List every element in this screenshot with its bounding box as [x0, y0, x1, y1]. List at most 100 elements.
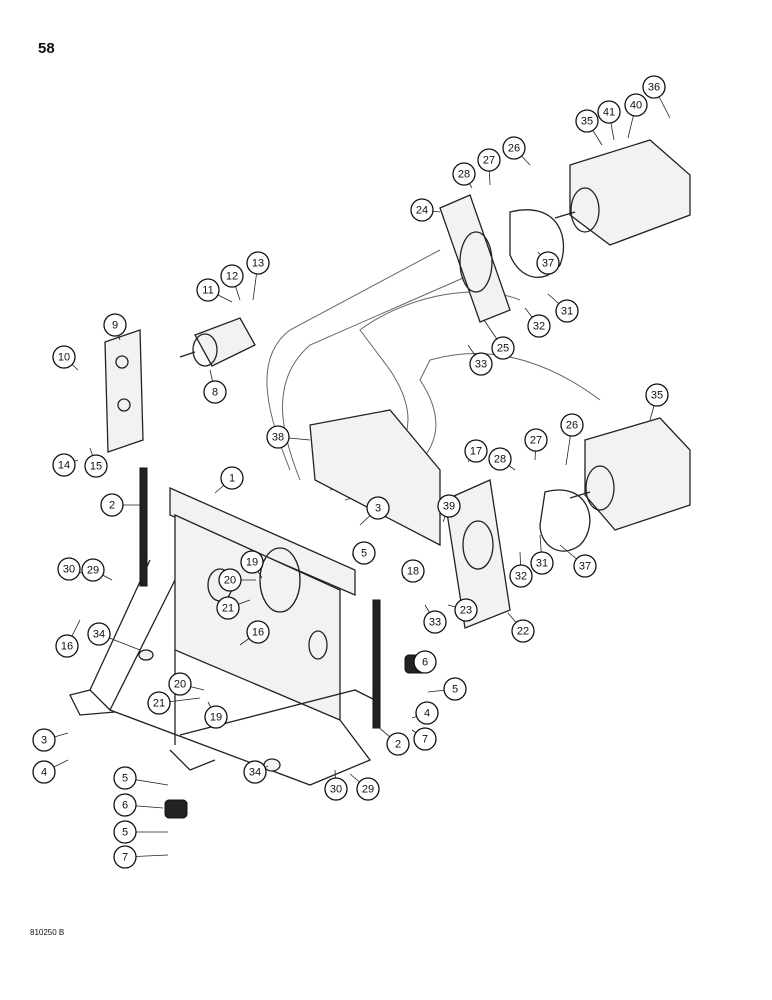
callout-label: 13	[252, 258, 264, 270]
callout-circle	[100, 493, 124, 517]
part-callout-34: 34	[87, 622, 111, 646]
callout-label: 2	[395, 739, 401, 751]
callout-label: 34	[249, 767, 261, 779]
callout-label: 25	[497, 343, 509, 355]
part-callout-20: 20	[168, 672, 192, 696]
callout-circle	[32, 728, 56, 752]
callout-circle	[524, 428, 548, 452]
part-callout-4: 4	[415, 701, 439, 725]
callout-circle	[624, 93, 648, 117]
callout-circle	[555, 299, 579, 323]
callout-label: 17	[470, 446, 482, 458]
callout-label: 11	[202, 285, 213, 297]
callout-label: 3	[41, 735, 47, 747]
callout-circle	[642, 75, 666, 99]
part-callout-13: 13	[246, 251, 270, 275]
part-callout-16: 16	[55, 634, 79, 658]
callout-circle	[87, 622, 111, 646]
callout-circle	[52, 453, 76, 477]
callout-circle	[386, 732, 410, 756]
callout-circle	[509, 564, 533, 588]
part-callout-33: 33	[469, 352, 493, 376]
part-callout-33: 33	[423, 610, 447, 634]
part-callout-12: 12	[220, 264, 244, 288]
part-callout-31: 31	[530, 551, 554, 575]
callout-circle	[423, 610, 447, 634]
callout-label: 34	[93, 629, 105, 641]
callout-circle	[464, 439, 488, 463]
callout-circle	[220, 466, 244, 490]
callout-label: 26	[566, 420, 578, 432]
part-callout-15: 15	[84, 454, 108, 478]
part-callout-16: 16	[246, 620, 270, 644]
part-callout-39: 39	[437, 494, 461, 518]
callout-circle	[84, 454, 108, 478]
callout-circle	[452, 162, 476, 186]
part-callout-6: 6	[113, 793, 137, 817]
callout-circle	[196, 278, 220, 302]
callout-label: 4	[41, 767, 47, 779]
callout-label: 32	[533, 321, 545, 333]
callout-label: 19	[210, 712, 222, 724]
callout-circle	[103, 313, 127, 337]
callout-label: 27	[483, 155, 495, 167]
callout-circle	[491, 336, 515, 360]
part-callout-35: 35	[645, 383, 669, 407]
callout-circle	[477, 148, 501, 172]
callout-circle	[220, 264, 244, 288]
part-callout-5: 5	[352, 541, 376, 565]
callout-circle	[575, 109, 599, 133]
callout-circle	[240, 550, 264, 574]
callout-circle	[597, 100, 621, 124]
callout-circle	[413, 727, 437, 751]
part-callout-7: 7	[113, 845, 137, 869]
callout-label: 18	[407, 566, 419, 578]
part-callout-3: 3	[366, 496, 390, 520]
callout-label: 5	[361, 548, 367, 560]
part-callout-25: 25	[491, 336, 515, 360]
callout-circle	[113, 766, 137, 790]
callout-circle	[113, 820, 137, 844]
part-callout-2: 2	[386, 732, 410, 756]
part-callout-7: 7	[413, 727, 437, 751]
part-callout-28: 28	[452, 162, 476, 186]
part-callout-14: 14	[52, 453, 76, 477]
part-callout-2: 2	[100, 493, 124, 517]
part-callout-37: 37	[573, 554, 597, 578]
callout-circle	[57, 557, 81, 581]
callout-circle	[413, 650, 437, 674]
callout-label: 26	[508, 143, 520, 155]
callout-label: 6	[122, 800, 128, 812]
callout-label: 22	[517, 626, 529, 638]
callout-label: 5	[122, 773, 128, 785]
callout-label: 21	[222, 603, 234, 615]
callout-circle	[204, 705, 228, 729]
callout-label: 31	[536, 558, 548, 570]
part-callout-6: 6	[413, 650, 437, 674]
callout-circle	[352, 541, 376, 565]
callout-circle	[536, 251, 560, 275]
callout-label: 30	[330, 784, 342, 796]
callout-circle	[324, 777, 348, 801]
callout-circle	[410, 198, 434, 222]
callout-circle	[168, 672, 192, 696]
part-callout-5: 5	[443, 677, 467, 701]
part-callout-26: 26	[502, 136, 526, 160]
callout-label: 7	[422, 734, 428, 746]
callout-label: 20	[224, 575, 236, 587]
part-callout-17: 17	[464, 439, 488, 463]
callout-label: 27	[530, 435, 542, 447]
callout-label: 33	[429, 617, 441, 629]
callout-circle	[356, 777, 380, 801]
part-callout-24: 24	[410, 198, 434, 222]
callout-label: 28	[494, 454, 506, 466]
callout-circle	[246, 620, 270, 644]
callout-circle	[113, 793, 137, 817]
callout-label: 15	[90, 461, 102, 473]
callout-label: 31	[561, 306, 573, 318]
callout-circle	[488, 447, 512, 471]
part-callout-5: 5	[113, 766, 137, 790]
callout-label: 29	[362, 784, 374, 796]
callout-label: 21	[153, 698, 165, 710]
